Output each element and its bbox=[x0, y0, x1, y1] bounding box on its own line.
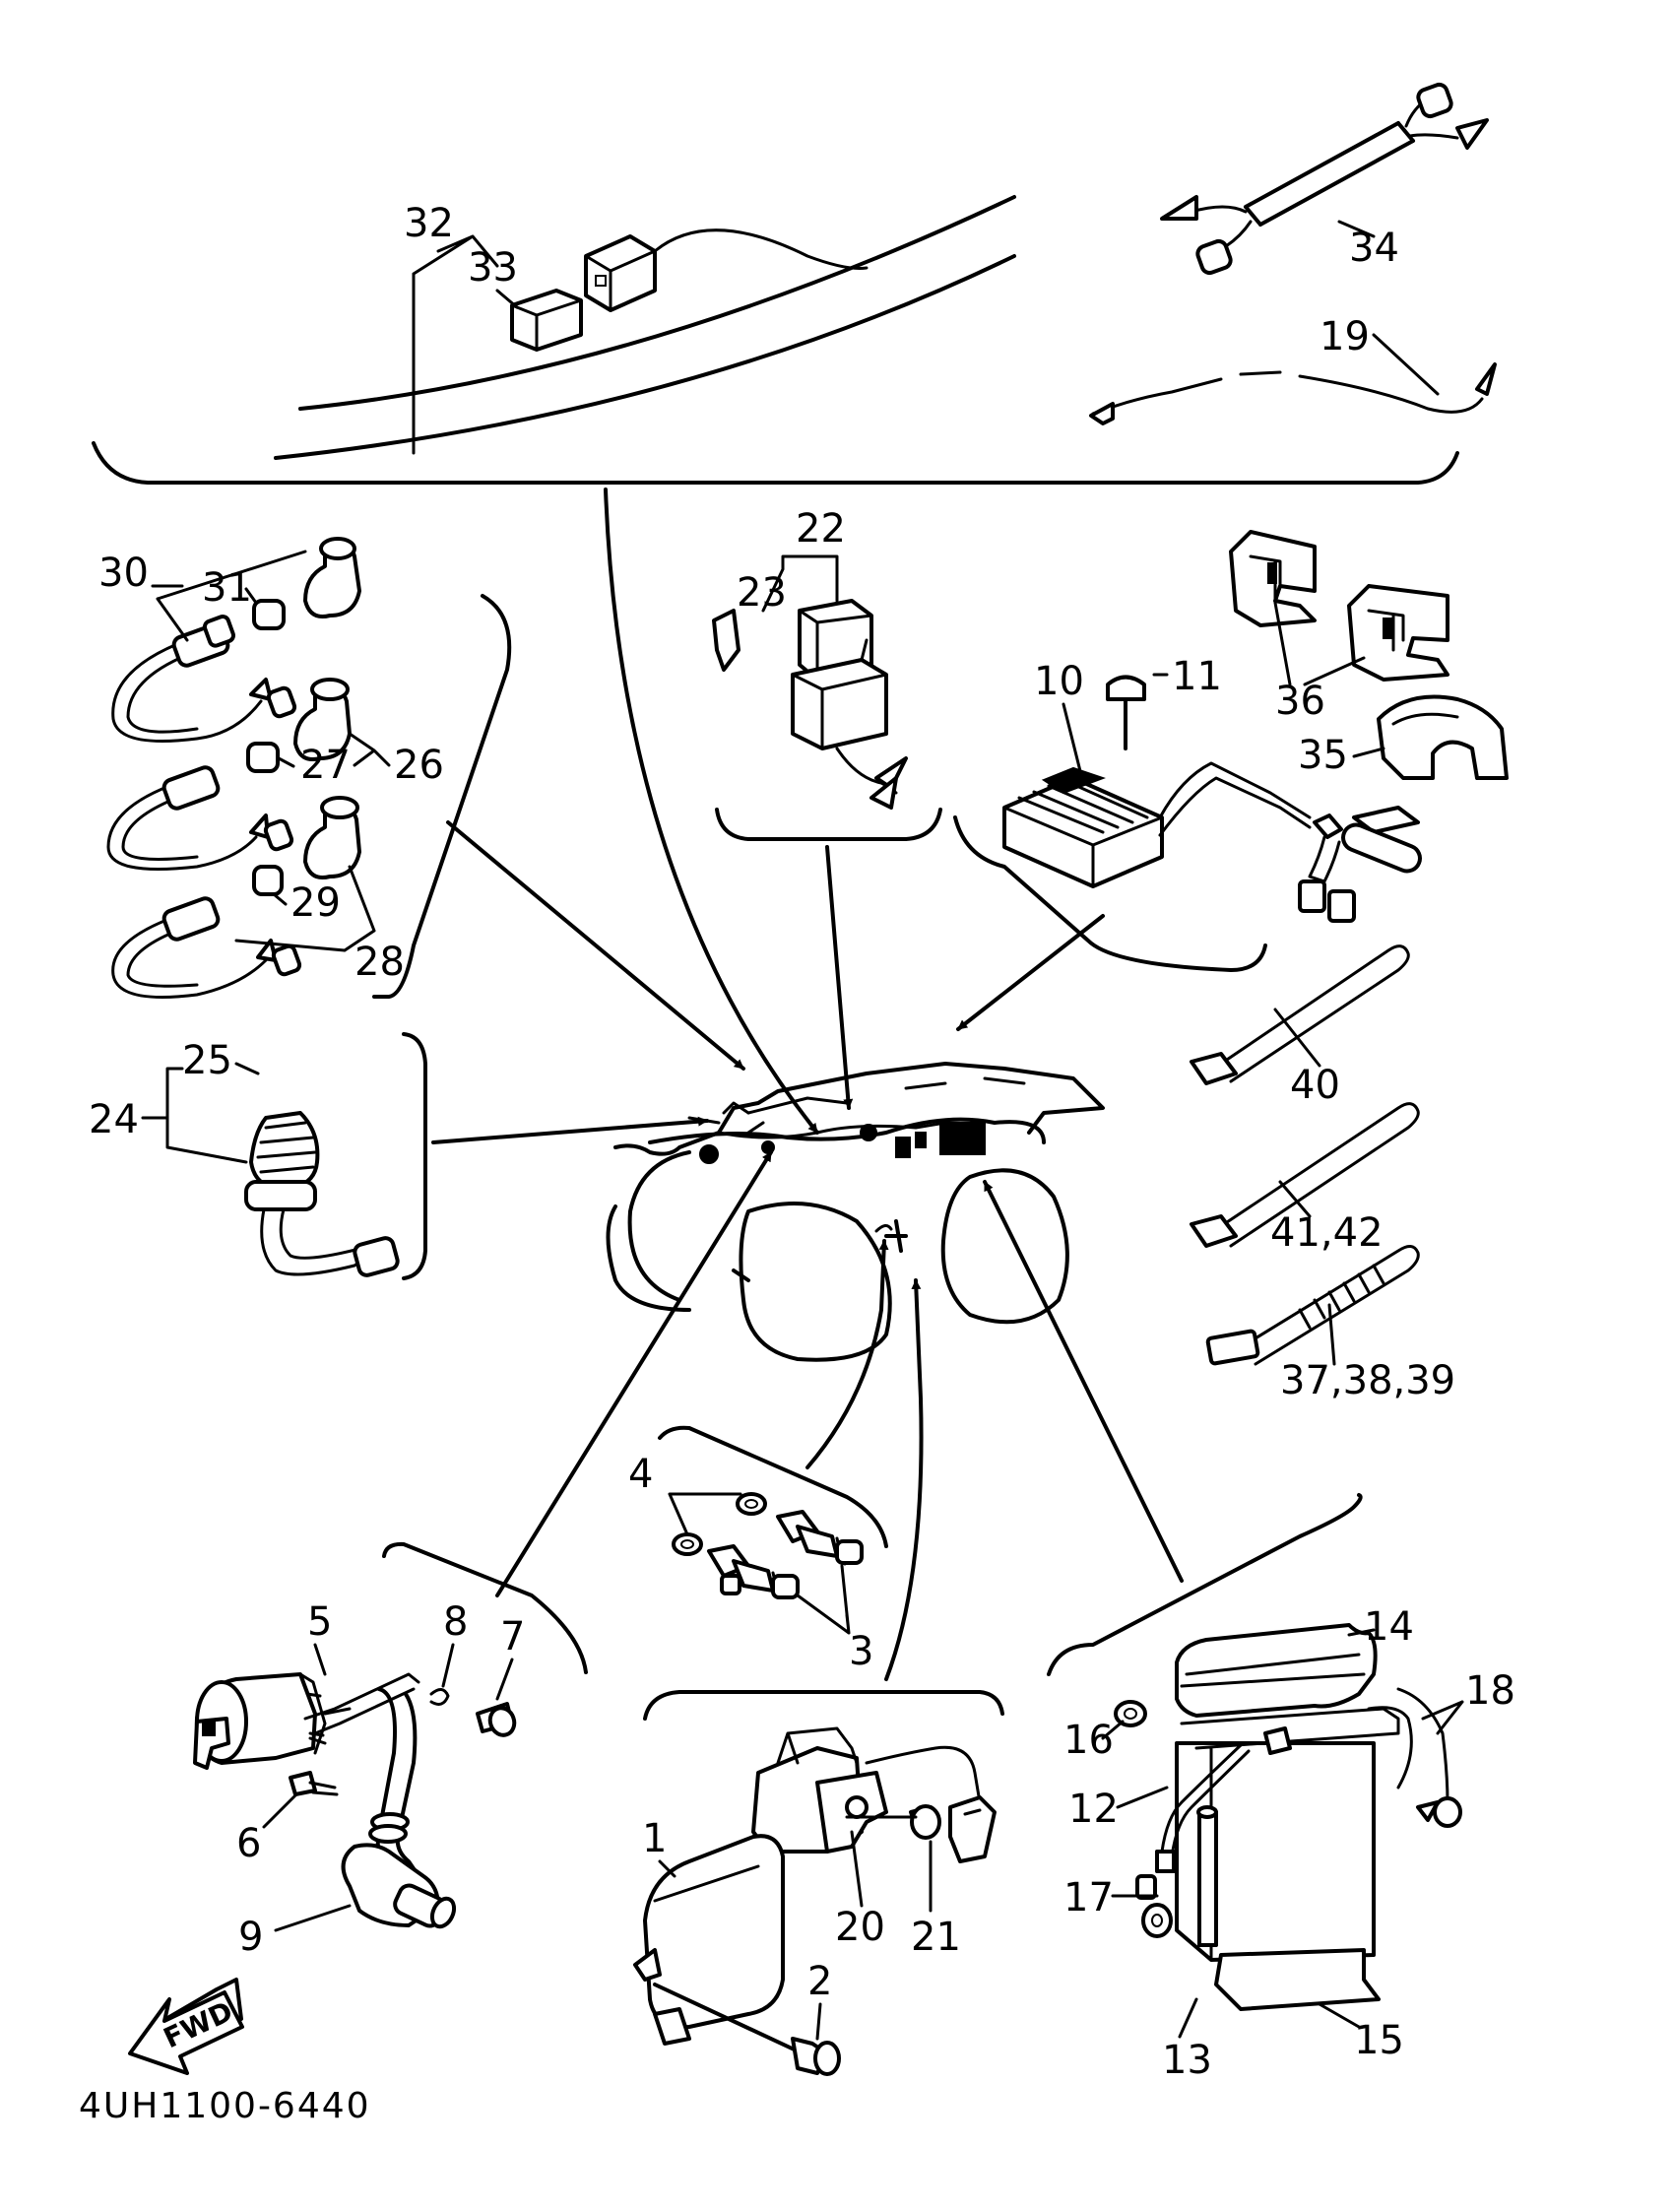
sensor-leads-group: 30 31 27 26 29 28 bbox=[98, 537, 745, 1071]
callout-25: 25 bbox=[182, 1038, 232, 1083]
callout-20: 20 bbox=[835, 1905, 885, 1950]
starter-motor-group: 5 6 7 8 9 bbox=[193, 1150, 773, 1960]
callout-36: 36 bbox=[1275, 679, 1325, 724]
starter-relay bbox=[510, 289, 583, 352]
callout-33: 33 bbox=[468, 245, 518, 291]
battery-group: 14 16 12 17 18 13 15 bbox=[983, 1180, 1515, 2083]
callout-18: 18 bbox=[1465, 1668, 1515, 1714]
callout-15: 15 bbox=[1354, 2018, 1404, 2063]
cable-ties-group: 40 41,42 37,38,39 bbox=[1190, 944, 1455, 1403]
callout-35: 35 bbox=[1298, 733, 1348, 778]
callout-14: 14 bbox=[1364, 1604, 1414, 1650]
callout-11: 11 bbox=[1172, 654, 1222, 699]
callout-28: 28 bbox=[354, 940, 405, 985]
ignition-group: 1 2 20 21 bbox=[633, 1278, 1004, 2076]
callout-31: 31 bbox=[202, 565, 252, 611]
callout-4: 4 bbox=[628, 1452, 653, 1497]
callout-41-42: 41,42 bbox=[1270, 1210, 1384, 1256]
atv-vehicle bbox=[606, 1062, 1105, 1362]
callout-40: 40 bbox=[1290, 1063, 1340, 1108]
callout-30: 30 bbox=[98, 551, 149, 596]
callout-6: 6 bbox=[236, 1821, 261, 1866]
diagram-code: 4UH1100-6440 bbox=[79, 2086, 371, 2126]
callout-17: 17 bbox=[1063, 1875, 1114, 1920]
callout-19: 19 bbox=[1320, 314, 1370, 359]
starter-relay-group: 22 23 bbox=[712, 506, 942, 1110]
callout-8: 8 bbox=[443, 1599, 468, 1645]
wire-harness-group: 32 33 34 19 bbox=[92, 82, 1497, 1135]
callout-26: 26 bbox=[394, 743, 444, 788]
callout-27: 27 bbox=[300, 743, 351, 788]
callout-10: 10 bbox=[1034, 659, 1084, 704]
callout-2: 2 bbox=[807, 1959, 832, 2004]
neutral-switch-group: 24 25 bbox=[89, 1032, 709, 1280]
lead-19 bbox=[1089, 362, 1497, 425]
callout-21: 21 bbox=[911, 1915, 961, 1960]
callout-16: 16 bbox=[1063, 1718, 1114, 1763]
callout-24: 24 bbox=[89, 1097, 139, 1142]
callout-9: 9 bbox=[238, 1915, 263, 1960]
callout-3: 3 bbox=[849, 1629, 873, 1674]
fwd-arrow-icon: FWD bbox=[128, 1978, 244, 2075]
connector-covers-group: 36 35 bbox=[1229, 530, 1509, 780]
switches-group: 4 3 bbox=[628, 1239, 889, 1674]
callout-34: 34 bbox=[1349, 226, 1399, 271]
callout-5: 5 bbox=[307, 1599, 332, 1645]
callout-37-39: 37,38,39 bbox=[1280, 1358, 1455, 1403]
callout-29: 29 bbox=[290, 880, 341, 926]
callout-1: 1 bbox=[642, 1816, 667, 1861]
sub-lead-34 bbox=[1160, 82, 1489, 276]
callout-13: 13 bbox=[1162, 2038, 1212, 2083]
callout-22: 22 bbox=[796, 506, 846, 552]
callout-12: 12 bbox=[1068, 1787, 1119, 1832]
callout-7: 7 bbox=[500, 1614, 525, 1659]
rectifier-regulator-group: 10 11 bbox=[953, 654, 1422, 1031]
flasher-relay bbox=[584, 228, 869, 312]
callout-32: 32 bbox=[404, 201, 454, 246]
